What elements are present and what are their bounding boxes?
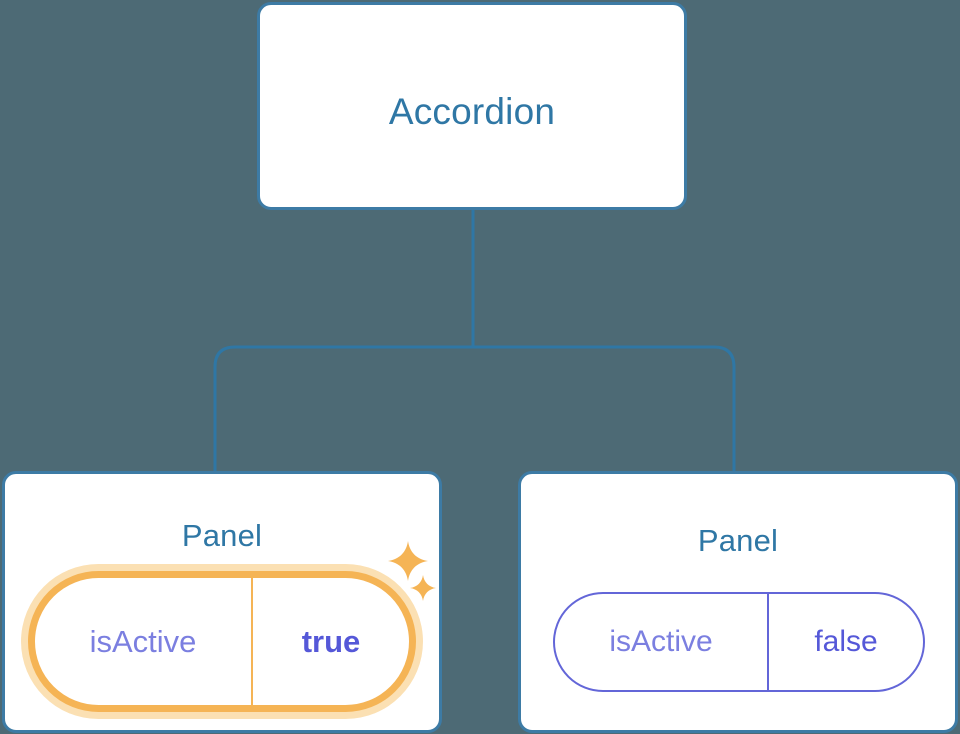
prop-pill-isactive-true[interactable]: isActive true xyxy=(28,571,416,712)
prop-pill-isactive-false[interactable]: isActive false xyxy=(553,592,925,692)
node-panel-right-title: Panel xyxy=(697,523,779,558)
prop-key-left: isActive xyxy=(35,578,253,705)
prop-pill-left-wrapper: isActive true xyxy=(28,571,416,712)
prop-value-left: true xyxy=(301,623,361,659)
connector-branch-bar xyxy=(213,345,736,471)
node-accordion[interactable]: Accordion xyxy=(257,2,687,210)
prop-pill-right-wrapper: isActive false xyxy=(553,592,925,692)
node-panel-left-title: Panel xyxy=(181,518,263,553)
node-accordion-title: Accordion xyxy=(388,91,556,132)
prop-value-right: false xyxy=(814,625,878,658)
prop-key-right: isActive xyxy=(555,594,769,690)
